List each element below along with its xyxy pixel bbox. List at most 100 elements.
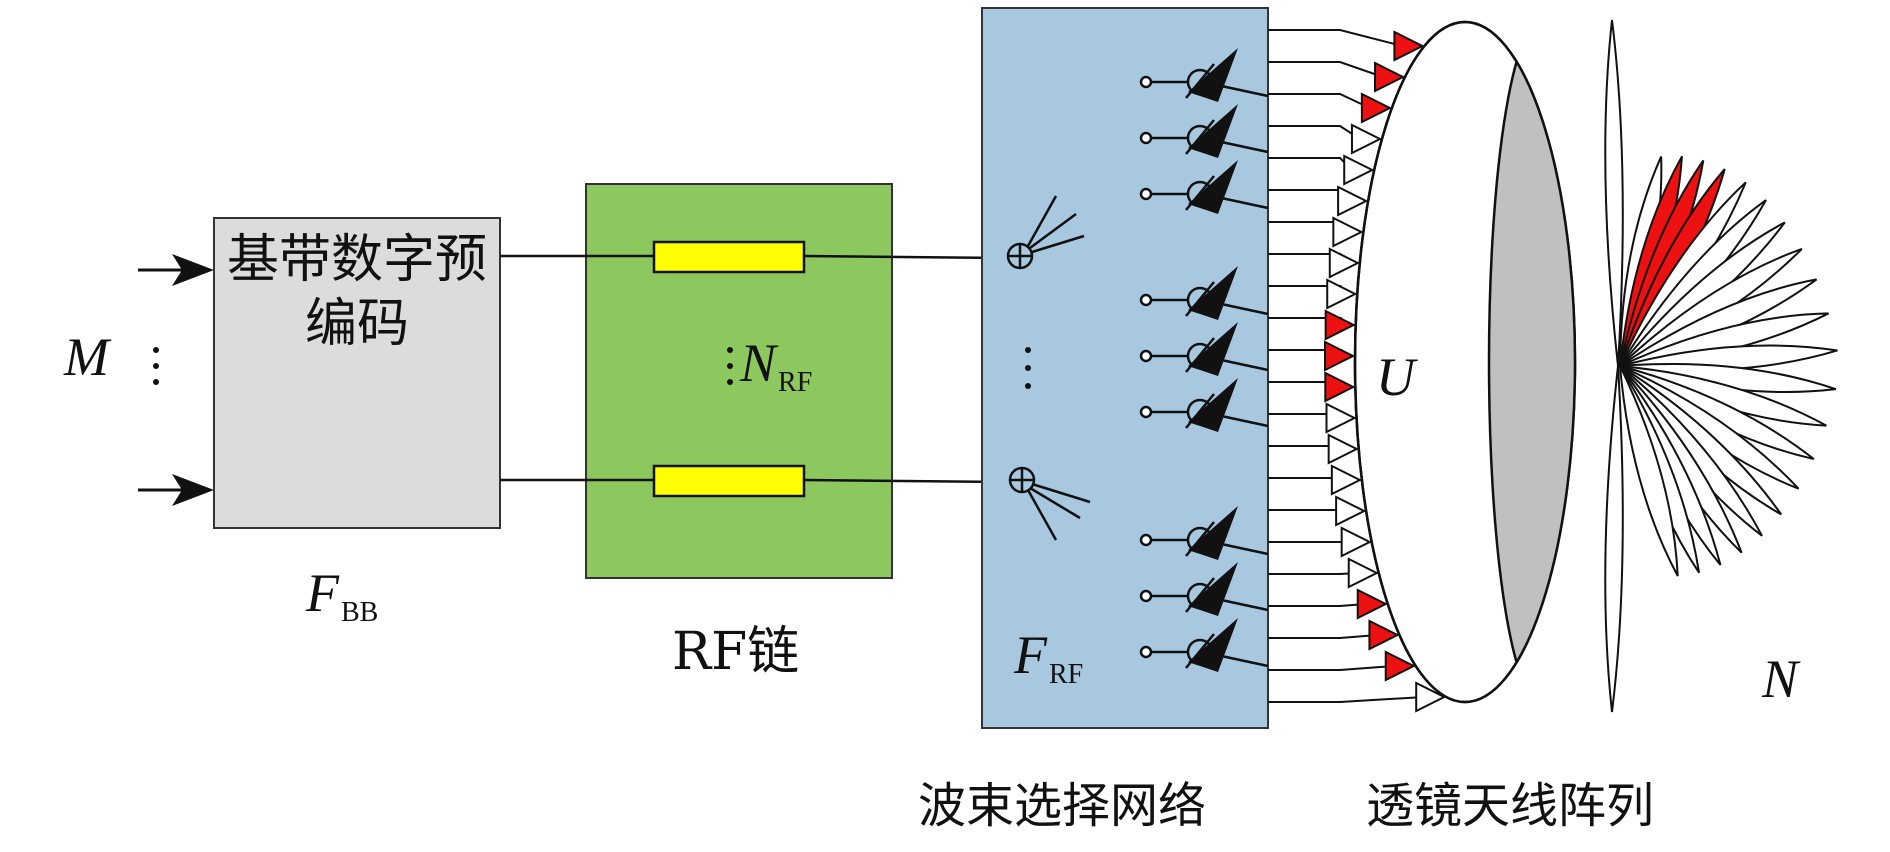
radiation-beams	[1604, 19, 1838, 713]
switch-arm	[1185, 281, 1215, 317]
feed-line	[1268, 221, 1343, 233]
feed-line	[1268, 696, 1425, 703]
switch-arrowhead	[1188, 48, 1238, 102]
antenna-element	[1335, 495, 1367, 527]
switch-output-lead	[1211, 356, 1269, 372]
label-lens-antenna-array: 透镜天线阵列	[1366, 778, 1655, 834]
switch-arrowhead	[1188, 506, 1238, 560]
switch-input-node	[1139, 349, 1153, 363]
switch-arrowhead	[1188, 562, 1238, 616]
switch	[1139, 48, 1269, 102]
switch-output-lead	[1211, 596, 1269, 612]
switch	[1139, 506, 1269, 560]
combiner-bottom	[1008, 466, 1091, 541]
switch-output-lead	[1211, 82, 1269, 98]
antenna-elements	[1324, 30, 1447, 713]
switch-arm	[1185, 337, 1215, 373]
switch-array	[1139, 48, 1269, 672]
switch-arm	[1185, 521, 1215, 557]
antenna-element	[1324, 371, 1356, 403]
feed-line	[1268, 634, 1378, 639]
switch-arm	[1185, 393, 1215, 429]
switch	[1139, 562, 1269, 616]
label-m: M	[64, 327, 109, 387]
antenna-element	[1393, 30, 1425, 62]
feed-line	[1268, 157, 1353, 171]
switch-output-lead	[1211, 652, 1269, 668]
switch-input-node	[1139, 589, 1153, 603]
rf-chain-dots	[727, 347, 733, 385]
switch-arrowhead	[1188, 322, 1238, 376]
beam-lobe	[1604, 365, 1624, 713]
feed-line	[1268, 29, 1403, 47]
switch-output-lead	[1211, 194, 1269, 210]
rf-element-bottom	[652, 464, 806, 498]
switch-arrowhead	[1188, 104, 1238, 158]
antenna-element	[1330, 464, 1363, 496]
switch	[1139, 618, 1269, 672]
label-f-bb: FBB	[306, 563, 379, 628]
network-dots	[1025, 347, 1031, 389]
antenna-element	[1374, 61, 1406, 93]
label-beam-selection-network: 波束选择网络	[918, 778, 1207, 834]
feed-line	[1268, 665, 1394, 671]
antenna-element	[1360, 92, 1393, 124]
switch-arrowhead	[1188, 160, 1238, 214]
input-arrow-top	[138, 254, 214, 286]
switch-input-node	[1139, 75, 1153, 89]
antenna-element	[1324, 340, 1356, 372]
switch-input-node	[1139, 645, 1153, 659]
switch-input-node	[1139, 533, 1153, 547]
baseband-precoding-label: 基带数字预编码	[226, 230, 487, 354]
antenna-element	[1384, 650, 1416, 682]
label-f-rf: FRF	[1014, 625, 1084, 690]
antenna-element	[1337, 185, 1369, 217]
beam-lobe	[1619, 365, 1679, 577]
switch-input-node	[1139, 293, 1153, 307]
label-rf-chain: RF链	[672, 622, 800, 682]
antenna-element	[1343, 154, 1375, 186]
label-u: U	[1376, 347, 1415, 407]
antenna-element	[1326, 278, 1358, 310]
antenna-element	[1332, 216, 1364, 248]
feed-line	[1268, 93, 1371, 109]
switch-arm	[1185, 119, 1215, 155]
feed-line	[1268, 603, 1366, 607]
switch-arm	[1185, 63, 1215, 99]
switch	[1139, 160, 1269, 214]
switch-input-node	[1139, 187, 1153, 201]
antenna-element	[1327, 433, 1359, 465]
antenna-element	[1368, 619, 1400, 651]
switch	[1139, 266, 1269, 320]
label-n-rf: NRF	[740, 333, 813, 398]
input-dots	[153, 347, 159, 385]
antenna-element	[1328, 247, 1361, 279]
feed-line	[1268, 125, 1361, 140]
switch-output-lead	[1211, 138, 1269, 154]
combiner-top	[1006, 195, 1085, 270]
antenna-element	[1415, 681, 1447, 713]
switch	[1139, 322, 1269, 376]
feed-line	[1268, 477, 1342, 481]
signal-lines	[500, 254, 1007, 484]
antenna-element	[1347, 557, 1379, 589]
antenna-element	[1340, 526, 1372, 558]
switch-arm	[1185, 577, 1215, 613]
switch-output-lead	[1211, 300, 1269, 316]
switch-arrowhead	[1188, 618, 1238, 672]
switch-arrowhead	[1188, 266, 1238, 320]
switch-input-node	[1139, 405, 1153, 419]
switch-output-lead	[1211, 540, 1269, 556]
switch	[1139, 104, 1269, 158]
beam-lobe	[1604, 19, 1624, 367]
antenna-element	[1350, 123, 1383, 155]
switch-arrowhead	[1188, 378, 1238, 432]
feed-line	[1268, 61, 1384, 78]
feed-line	[1268, 572, 1357, 575]
switch-output-lead	[1211, 412, 1269, 428]
feed-line	[1268, 189, 1347, 202]
baseband-precoder-box	[213, 217, 501, 529]
antenna-element	[1324, 309, 1356, 341]
